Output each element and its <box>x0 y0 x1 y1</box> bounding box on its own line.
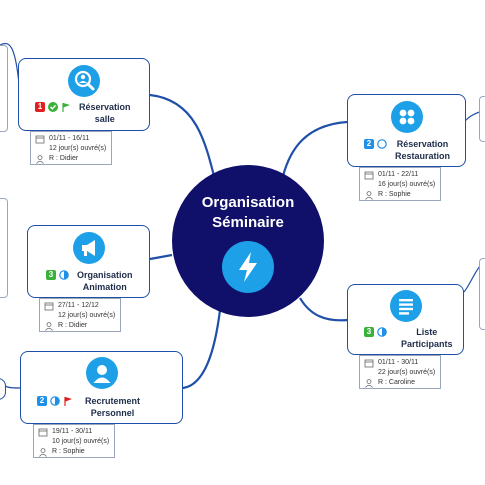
resource-person-icon <box>39 447 47 457</box>
grid-apps-icon <box>390 101 423 133</box>
task-info-reservation-restauration: 01/11 - 22/11 16 jour(s) ouvré(s) R : So… <box>359 167 441 201</box>
calendar-icon <box>44 302 54 310</box>
priority-badge: 2 <box>364 139 374 149</box>
calendar-icon <box>38 428 48 436</box>
central-title: Organisation Séminaire <box>201 194 295 231</box>
task-resource: R : Sophie <box>52 448 85 455</box>
lightning-icon <box>222 241 274 293</box>
list-document-icon <box>389 290 422 322</box>
resource-person-icon <box>365 190 373 200</box>
task-duration: 16 jour(s) ouvré(s) <box>378 181 436 188</box>
resource-person-icon <box>36 154 44 164</box>
node-organisation-animation[interactable]: 3 Organisation Animation <box>27 225 150 298</box>
priority-badge: 2 <box>37 396 47 406</box>
task-dates: 01/11 - 30/11 <box>378 359 419 366</box>
node-title: Recrutement Personnel <box>85 396 141 418</box>
complete-check-icon <box>48 102 58 112</box>
task-duration: 12 jour(s) ouvré(s) <box>58 312 116 319</box>
offscreen-node-right-middle[interactable] <box>479 258 485 330</box>
connector-reservation-salle <box>149 93 217 181</box>
offscreen-node-left-top[interactable] <box>0 45 8 132</box>
half-progress-icon <box>50 396 60 406</box>
task-resource: R : Didier <box>58 322 88 329</box>
resource-person-icon <box>365 378 373 388</box>
not-started-icon <box>377 139 387 149</box>
task-dates: 01/11 - 22/11 <box>378 171 419 178</box>
node-title: Réservation Restauration <box>395 139 451 161</box>
calendar-icon <box>364 359 374 367</box>
task-info-recrutement-personnel: 19/11 - 30/11 10 jour(s) ouvré(s) R : So… <box>33 424 115 458</box>
calendar-icon <box>364 171 374 179</box>
offscreen-node-right-top[interactable] <box>479 96 485 142</box>
task-duration: 10 jour(s) ouvré(s) <box>52 438 110 445</box>
task-duration: 22 jour(s) ouvré(s) <box>378 369 436 376</box>
offscreen-node-left-middle[interactable] <box>0 198 8 298</box>
priority-badge: 3 <box>46 270 56 280</box>
megaphone-icon <box>72 232 105 264</box>
person-icon <box>85 357 118 389</box>
node-title: Liste Participants <box>401 327 453 349</box>
task-resource: R : Sophie <box>378 191 411 198</box>
node-reservation-salle[interactable]: 1 Réservation salle <box>18 58 150 131</box>
green-flag-icon <box>62 103 70 112</box>
central-node[interactable]: Organisation Séminaire <box>172 165 324 317</box>
connector-reservation-restauration <box>281 120 348 177</box>
half-progress-icon <box>377 327 387 337</box>
node-reservation-restauration[interactable]: 2 Réservation Restauration <box>347 94 466 167</box>
task-duration: 12 jour(s) ouvré(s) <box>49 145 107 152</box>
red-flag-icon <box>64 397 72 406</box>
task-dates: 19/11 - 30/11 <box>52 428 93 435</box>
task-info-reservation-salle: 01/11 - 16/11 12 jour(s) ouvré(s) R : Di… <box>30 131 112 165</box>
node-title: Organisation Animation <box>77 270 133 292</box>
task-info-organisation-animation: 27/11 - 12/12 12 jour(s) ouvré(s) R : Di… <box>39 298 121 332</box>
node-title: Réservation salle <box>79 102 131 124</box>
connector-liste-participants <box>299 297 349 322</box>
task-resource: R : Didier <box>49 155 79 162</box>
priority-badge: 3 <box>364 327 374 337</box>
task-resource: R : Caroline <box>378 379 415 386</box>
half-progress-icon <box>59 270 69 280</box>
node-recrutement-personnel[interactable]: 2 Recrutement Personnel <box>20 351 183 424</box>
task-dates: 27/11 - 12/12 <box>58 302 99 309</box>
search-person-icon <box>68 65 100 97</box>
node-liste-participants[interactable]: 3 Liste Participants <box>347 284 464 355</box>
connector-organisation-animation <box>149 253 173 261</box>
connector-recrutement-personnel <box>182 309 222 390</box>
task-dates: 01/11 - 16/11 <box>49 135 90 142</box>
calendar-icon <box>35 135 45 143</box>
resource-person-icon <box>45 321 53 331</box>
task-info-liste-participants: 01/11 - 30/11 22 jour(s) ouvré(s) R : Ca… <box>359 355 441 389</box>
priority-badge: 1 <box>35 102 45 112</box>
